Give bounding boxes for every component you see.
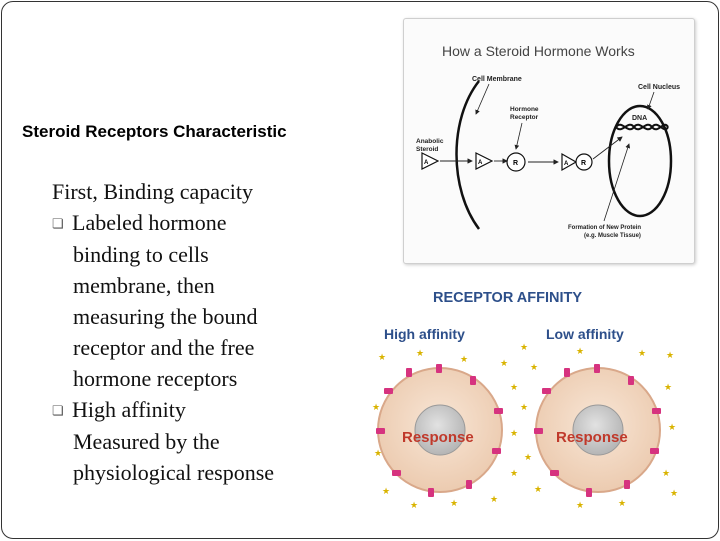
response-label-right: Response: [556, 429, 628, 446]
svg-text:★: ★: [520, 402, 528, 412]
text-line: membrane, then: [73, 273, 215, 298]
low-affinity-label: Low affinity: [546, 326, 624, 342]
svg-text:★: ★: [576, 346, 584, 356]
bullet-icon: ❏: [52, 216, 64, 231]
steroid-hormone-diagram: How a Steroid Hormone Works Cell Membran…: [403, 18, 695, 264]
steroid-a-symbol: A: [564, 161, 569, 167]
svg-text:★: ★: [524, 452, 532, 462]
dna-strand-b: [615, 123, 669, 131]
svg-text:★: ★: [530, 362, 538, 372]
svg-text:★: ★: [666, 350, 674, 360]
receptor-circle: [506, 152, 526, 172]
svg-text:★: ★: [618, 498, 626, 508]
cell-nucleus-label: Cell Nucleus: [638, 84, 680, 91]
cell-membrane-curve: [455, 80, 481, 230]
anabolic-steroid-label: Anabolic: [416, 138, 444, 145]
response-label-left: Response: [402, 429, 474, 446]
steroid-hormone-diagram-svg: How a Steroid Hormone Works Cell Membran…: [416, 43, 680, 239]
svg-text:★: ★: [668, 422, 676, 432]
svg-text:★: ★: [450, 498, 458, 508]
text-line: Measured by the: [73, 429, 220, 454]
hormone-receptor-label: Hormone: [510, 106, 539, 113]
anabolic-steroid-label: Steroid: [416, 146, 438, 153]
steroid-triangle: [421, 152, 440, 170]
svg-text:★: ★: [510, 428, 518, 438]
text-line: Labeled hormone: [72, 210, 227, 235]
receptor-r-symbol: R: [581, 160, 586, 167]
text-line: High affinity: [72, 397, 186, 422]
svg-text:★: ★: [500, 358, 508, 368]
formation-label: (e.g. Muscle Tissue): [584, 233, 641, 239]
text-line: binding to cells: [73, 242, 209, 267]
receptor-pointer: [514, 122, 523, 150]
nucleus-pointer: [647, 91, 655, 110]
affinity-title: RECEPTOR AFFINITY: [433, 290, 582, 306]
svg-text:★: ★: [576, 500, 584, 510]
text-line: receptor and the free: [73, 335, 255, 360]
hormone-markers: ★★★ ★★★ ★★★ ★★★ ★★★ ★★★ ★★★ ★★★ ★★★: [372, 342, 678, 510]
svg-text:★: ★: [638, 348, 646, 358]
diagram-title: How a Steroid Hormone Works: [442, 43, 635, 59]
membrane-pointer: [475, 83, 490, 115]
svg-text:★: ★: [460, 354, 468, 364]
receptor-markers: [376, 364, 661, 497]
svg-text:★: ★: [372, 402, 380, 412]
svg-text:★: ★: [664, 382, 672, 392]
steroid-a-symbol: A: [478, 160, 483, 166]
svg-text:★: ★: [378, 352, 386, 362]
steroid-triangle: [561, 152, 578, 172]
receptor-affinity-svg: RECEPTOR AFFINITY High affinity Low affi…: [372, 290, 678, 510]
bullet-item: ❏ High affinity: [52, 394, 352, 426]
formation-pointer: [603, 143, 631, 222]
svg-text:★: ★: [490, 494, 498, 504]
cell-nucleus: [414, 404, 466, 456]
svg-text:★: ★: [374, 448, 382, 458]
svg-text:★: ★: [510, 382, 518, 392]
svg-text:★: ★: [510, 468, 518, 478]
svg-text:★: ★: [662, 468, 670, 478]
text-line: First, Binding capacity: [52, 179, 254, 204]
svg-text:★: ★: [382, 486, 390, 496]
cell-nucleus: [607, 104, 673, 218]
receptor-circle: [575, 153, 593, 171]
steroid-triangle: [475, 152, 494, 170]
flow-arrow: [592, 136, 623, 160]
high-affinity-label: High affinity: [384, 326, 465, 342]
bullet-icon: ❏: [52, 403, 64, 418]
text-line: physiological response: [73, 460, 275, 485]
text-line: hormone receptors: [73, 366, 238, 391]
bullet-item: ❏ Labeled hormone: [52, 207, 352, 239]
steroid-a-symbol: A: [424, 160, 429, 166]
receptor-affinity-diagram: RECEPTOR AFFINITY High affinity Low affi…: [370, 280, 682, 512]
receptor-r-symbol: R: [513, 160, 518, 167]
svg-text:★: ★: [670, 488, 678, 498]
svg-text:★: ★: [410, 500, 418, 510]
cell-nucleus: [572, 404, 624, 456]
cell-membrane-label: Cell Membrane: [472, 76, 522, 83]
hormone-receptor-label: Receptor: [510, 114, 539, 121]
svg-text:★: ★: [416, 348, 424, 358]
text-line: measuring the bound: [73, 304, 258, 329]
svg-text:★: ★: [534, 484, 542, 494]
svg-text:★: ★: [520, 342, 528, 352]
dna-label: DNA: [632, 115, 647, 122]
slide-body: First, Binding capacity ❏ Labeled hormone…: [52, 176, 352, 488]
slide-title: Steroid Receptors Characteristic: [22, 122, 287, 141]
formation-label: Formation of New Protein: [568, 225, 641, 231]
